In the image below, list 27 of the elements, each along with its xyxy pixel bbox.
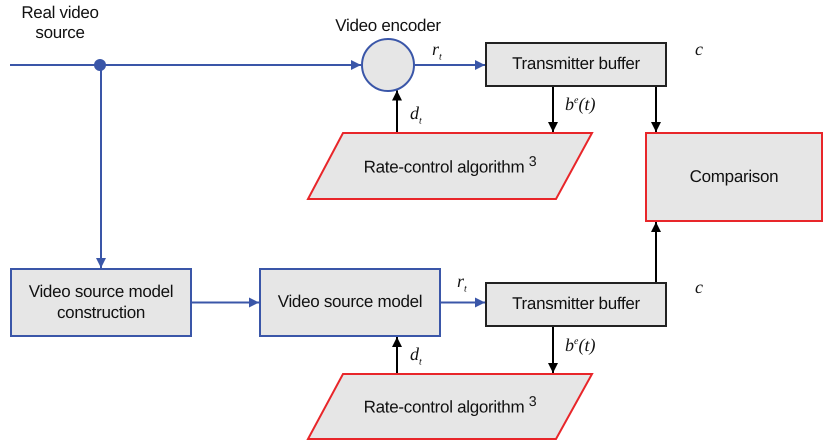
- node-label: Video source model: [278, 292, 422, 313]
- node-label: Transmitter buffer: [512, 54, 640, 75]
- edge-label: b$^{e}$(t): [565, 336, 596, 354]
- arrow: [651, 222, 661, 282]
- node-label: Comparison: [690, 166, 778, 188]
- process-box: [485, 282, 667, 327]
- source-label: Real video source: [20, 3, 100, 44]
- arrow: [548, 327, 558, 373]
- arrow: [392, 337, 402, 373]
- node-label: Transmitter buffer: [512, 294, 640, 315]
- process-box: [10, 268, 192, 337]
- edge-label: d$_{t}$: [410, 104, 422, 127]
- node-heading: Video encoder: [335, 16, 441, 36]
- arrow: [415, 60, 485, 70]
- node-label: Rate-control algorithm $^{3}$: [364, 394, 536, 419]
- edge-label: d$_{t}$: [410, 345, 422, 368]
- node-label: Video source model construction: [28, 282, 174, 323]
- comparison-box: [645, 132, 823, 222]
- process-box: [485, 42, 667, 87]
- arrow: [651, 87, 661, 132]
- node-label: Rate-control algorithm $^{3}$: [364, 154, 536, 178]
- arrow: [548, 87, 558, 132]
- arrow: [441, 298, 485, 308]
- edge-label: b$^{e}$(t): [565, 95, 596, 113]
- arrow: [192, 298, 259, 308]
- process-box: [259, 268, 441, 337]
- arrow: [392, 90, 402, 132]
